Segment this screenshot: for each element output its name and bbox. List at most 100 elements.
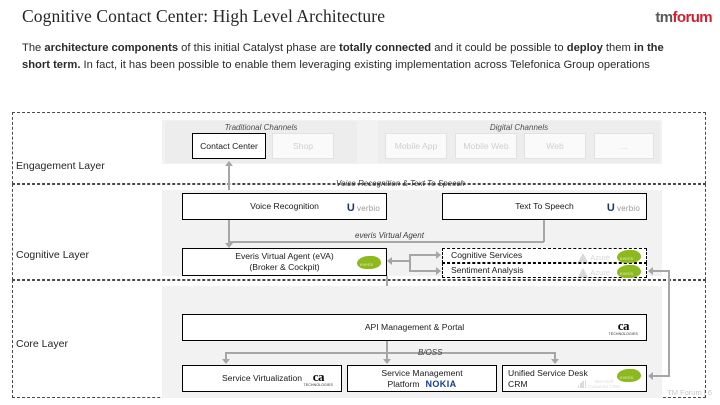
- box-sentiment-analysis[interactable]: Sentiment Analysis Azure: [442, 263, 647, 279]
- channel-more[interactable]: …: [594, 133, 654, 159]
- tmforum-logo-forum: forum: [672, 9, 713, 26]
- connector-services-bracket-vertical: [409, 254, 411, 272]
- connector-cognitive-services-arrow: [436, 251, 441, 259]
- nokia-logo: NOKIA: [425, 378, 457, 389]
- channel-mobile-web-label: Mobile Web: [463, 140, 509, 151]
- connector-speech-left-vertical: [228, 165, 230, 193]
- tmforum-logo-tm: tm: [655, 9, 673, 26]
- tmforum-logo: tmforum: [655, 9, 712, 26]
- azure-wordmark-2: Azure: [590, 268, 610, 277]
- verbio-wordmark-2: verbio: [617, 204, 640, 213]
- intro-paragraph: The architecture components of this init…: [22, 40, 682, 74]
- box-usd-line2: CRM: [508, 378, 528, 389]
- azure-mark-icon-3: [578, 268, 589, 277]
- traditional-channels-title: Traditional Channels: [224, 123, 298, 132]
- ca-mark-icon-2: ca: [312, 369, 325, 384]
- intro-seg-3: of this initial Catalyst phase are: [178, 42, 340, 54]
- intro-seg-2: architecture components: [44, 42, 179, 54]
- layer-label-engagement: Engagement Layer: [16, 160, 105, 172]
- connector-boss-bus: [225, 352, 555, 354]
- everis-logo-sentiment: [617, 265, 641, 279]
- digital-channels-title: Digital Channels: [489, 123, 549, 132]
- azure-wordmark: Azure: [590, 253, 610, 262]
- connector-eva-arrow-left: [387, 257, 392, 265]
- everis-mark-icon: [357, 256, 381, 270]
- box-service-management-line2: Platform: [387, 378, 420, 389]
- intro-seg-9: In fact, it has been possible to enable …: [80, 59, 650, 71]
- connector-usd-arrow-left: [648, 372, 653, 380]
- connector-boss-branch-mid: [386, 352, 388, 360]
- box-service-management-line1: Service Management: [381, 367, 463, 378]
- layer-label-core: Core Layer: [16, 338, 68, 350]
- connector-boss-arrow-mid: [383, 359, 391, 364]
- box-cognitive-services[interactable]: Cognitive Services Azure: [442, 248, 647, 264]
- ca-mark-icon: ca: [617, 318, 630, 333]
- box-text-to-speech-label: Text To Speech: [515, 201, 574, 211]
- connector-sentiment-right-arrow: [648, 267, 653, 275]
- connector-boss-branch-right: [554, 352, 556, 360]
- layer-cognitive: [12, 184, 706, 280]
- connector-speech-arrow-up: [225, 161, 233, 166]
- channel-shop[interactable]: Shop: [272, 133, 334, 159]
- connector-speech-caption: Voice Recognition & Text To Speech: [336, 179, 465, 188]
- channel-mobile-app-label: Mobile App: [394, 140, 438, 151]
- slide-footer: TM Forum | 6: [667, 388, 712, 397]
- everis-logo-eva: [357, 256, 381, 270]
- connector-boss-branch-left: [225, 352, 227, 360]
- box-service-management-platform[interactable]: Service Management Platform NOKIA: [347, 365, 497, 392]
- connector-sentiment-line: [409, 270, 437, 272]
- page-title: Cognitive Contact Center: High Level Arc…: [22, 6, 386, 26]
- box-service-virtualization-label: Service Virtualization: [221, 373, 303, 383]
- connector-tts-vertical: [543, 220, 545, 242]
- channel-contact-center[interactable]: Contact Center: [192, 133, 266, 159]
- connector-agent-arrow-down: [225, 243, 233, 248]
- intro-seg-1: The: [22, 42, 45, 54]
- channel-more-label: …: [619, 140, 629, 151]
- box-api-management-label: API Management & Portal: [364, 322, 465, 332]
- intro-seg-5: and it could be possible to: [431, 42, 567, 54]
- eva-label-line1: Everis Virtual Agent (eVA): [235, 251, 334, 261]
- layer-label-cognitive: Cognitive Layer: [16, 249, 89, 261]
- box-voice-recognition-label: Voice Recognition: [250, 201, 319, 211]
- channel-web-label: Web: [546, 140, 564, 151]
- everis-mark-icon-4: [617, 369, 641, 383]
- eva-label-line2: (Broker & Cockpit): [249, 262, 320, 272]
- verbio-wordmark: verbio: [357, 204, 380, 213]
- channel-mobile-app[interactable]: Mobile App: [385, 133, 447, 159]
- connector-boss-stem: [386, 341, 388, 353]
- connector-cognitive-services-line: [409, 254, 437, 256]
- connector-usd-right-line: [652, 375, 670, 377]
- dynamics-mark-icon: [577, 380, 587, 388]
- intro-seg-4: totally connected: [339, 42, 432, 54]
- connector-boss-caption: B/OSS: [418, 348, 443, 357]
- connector-boss-arrow-left: [222, 359, 230, 364]
- intro-seg-7: them: [602, 42, 634, 54]
- intro-seg-8: in the short term.: [22, 42, 664, 71]
- azure-mark-icon: [578, 253, 589, 262]
- channel-shop-label: Shop: [292, 140, 314, 151]
- connector-boss-arrow-right: [551, 359, 559, 364]
- connector-agent-caption: everis Virtual Agent: [355, 231, 424, 240]
- everis-logo-usd: [617, 369, 641, 383]
- everis-mark-icon-2: [617, 250, 641, 264]
- connector-right-rail-vertical: [668, 270, 670, 375]
- dynamics-line2: Dynamics CRM: [588, 384, 620, 389]
- layer-engagement: [12, 112, 706, 184]
- channel-mobile-web[interactable]: Mobile Web: [455, 133, 517, 159]
- channel-web[interactable]: Web: [524, 133, 586, 159]
- connector-sentiment-right-line: [652, 270, 670, 272]
- azure-logo-cognitive: Azure: [578, 252, 610, 263]
- ca-sub-label: TECHNOLOGIES: [608, 332, 638, 336]
- box-everis-virtual-agent[interactable]: Everis Virtual Agent (eVA) (Broker & Coc…: [182, 248, 387, 276]
